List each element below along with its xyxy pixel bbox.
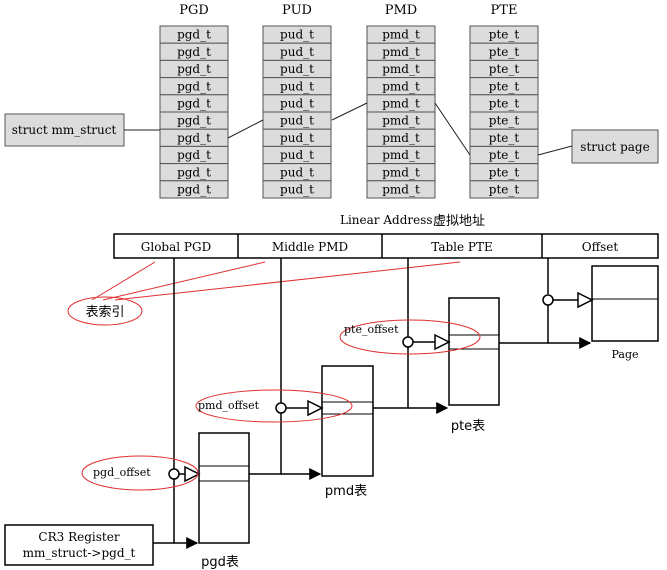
mm-struct-label: struct mm_struct	[12, 123, 117, 137]
pgd-entry-label: pgd_t	[177, 28, 211, 42]
pmd-column-header: PMD	[385, 3, 417, 18]
pgd-entry-label: pgd_t	[177, 45, 211, 59]
page-table-columns: PGDpgd_tpgd_tpgd_tpgd_tpgd_tpgd_tpgd_tpg…	[159, 3, 539, 199]
pud-entry-label: pud_t	[280, 45, 314, 59]
pgd-entry-label: pgd_t	[177, 114, 211, 128]
pud-entry-label: pud_t	[280, 114, 314, 128]
pte-table-box	[448, 297, 500, 406]
pgd-table-label: pgd表	[201, 555, 239, 570]
pmd-table-box	[321, 365, 374, 477]
pte-column-header: PTE	[491, 3, 518, 18]
pte-entry-label: pte_t	[489, 79, 520, 93]
pmd-offset-label: pmd_offset	[198, 399, 260, 412]
pud-entry-label: pud_t	[280, 62, 314, 76]
pgd-entry-label: pgd_t	[177, 148, 211, 162]
table-index-label: 表索引	[85, 305, 124, 320]
pud-cell	[262, 180, 332, 199]
pud-entry-label: pud_t	[280, 165, 314, 179]
field-global-pgd: Global PGD	[141, 240, 211, 254]
pte-entry-label: pte_t	[489, 28, 520, 42]
index-lines	[173, 258, 549, 474]
pgd-table-box	[198, 432, 250, 544]
pmd-entry-label: pmd_t	[382, 28, 420, 42]
struct-page-box	[571, 129, 659, 164]
pud-entry-label: pud_t	[280, 28, 314, 42]
pgd-offset-label: pgd_offset	[93, 466, 151, 479]
pmd-entry-label: pmd_t	[382, 62, 420, 76]
pud-entry-label: pud_t	[280, 97, 314, 111]
table-connectors	[124, 102, 573, 156]
pte-entry-label: pte_t	[489, 97, 520, 111]
cr3-register-box	[4, 524, 154, 566]
pte-cell	[469, 180, 539, 199]
pud-column-header: PUD	[282, 3, 312, 18]
pte-entry-label: pte_t	[489, 183, 520, 197]
pmd-entry-label: pmd_t	[382, 165, 420, 179]
cr3-register-label: CR3 Register	[38, 530, 119, 544]
table-index-annotation	[67, 261, 461, 326]
pgd-column-header: PGD	[179, 3, 209, 18]
pud-entry-label: pud_t	[280, 183, 314, 197]
pmd-entry-label: pmd_t	[382, 131, 420, 145]
pmd-entry-label: pmd_t	[382, 45, 420, 59]
pgd-cell	[159, 180, 229, 199]
struct-page-label: struct page	[580, 140, 649, 154]
pmd-entry-label: pmd_t	[382, 183, 420, 197]
field-table-pte: Table PTE	[431, 240, 493, 254]
pmd-cell	[366, 180, 436, 199]
pud-entry-label: pud_t	[280, 131, 314, 145]
pte-entry-label: pte_t	[489, 131, 520, 145]
linear-address-label: Linear Address	[340, 213, 433, 227]
pte-table-label: pte表	[451, 419, 485, 434]
field-middle-pmd: Middle PMD	[272, 240, 348, 254]
cr3-pgd-label: mm_struct->pgd_t	[23, 546, 136, 560]
pmd-entry-label: pmd_t	[382, 79, 420, 93]
pud-entry-label: pud_t	[280, 79, 314, 93]
field-offset: Offset	[582, 240, 619, 254]
linear-address-bar: Global PGD Middle PMD Table PTE Offset	[113, 233, 659, 259]
virtual-address-label: 虚拟地址	[433, 214, 485, 229]
pgd-entry-label: pgd_t	[177, 183, 211, 197]
pmd-table-label: pmd表	[325, 484, 367, 499]
page-frame-label: Page	[611, 348, 638, 361]
pte-entry-label: pte_t	[489, 62, 520, 76]
pgd-entry-label: pgd_t	[177, 165, 211, 179]
pte-entry-label: pte_t	[489, 114, 520, 128]
pte-offset-label: pte_offset	[344, 323, 399, 336]
pmd-entry-label: pmd_t	[382, 148, 420, 162]
pte-entry-label: pte_t	[489, 45, 520, 59]
pgd-entry-label: pgd_t	[177, 62, 211, 76]
pmd-entry-label: pmd_t	[382, 114, 420, 128]
table-links	[153, 305, 592, 549]
pte-entry-label: pte_t	[489, 165, 520, 179]
page-frame-box	[591, 265, 659, 342]
pud-entry-label: pud_t	[280, 148, 314, 162]
pmd-entry-label: pmd_t	[382, 97, 420, 111]
pgd-entry-label: pgd_t	[177, 79, 211, 93]
offset-annotations	[81, 319, 481, 491]
pte-entry-label: pte_t	[489, 148, 520, 162]
pgd-entry-label: pgd_t	[177, 97, 211, 111]
pgd-entry-label: pgd_t	[177, 131, 211, 145]
